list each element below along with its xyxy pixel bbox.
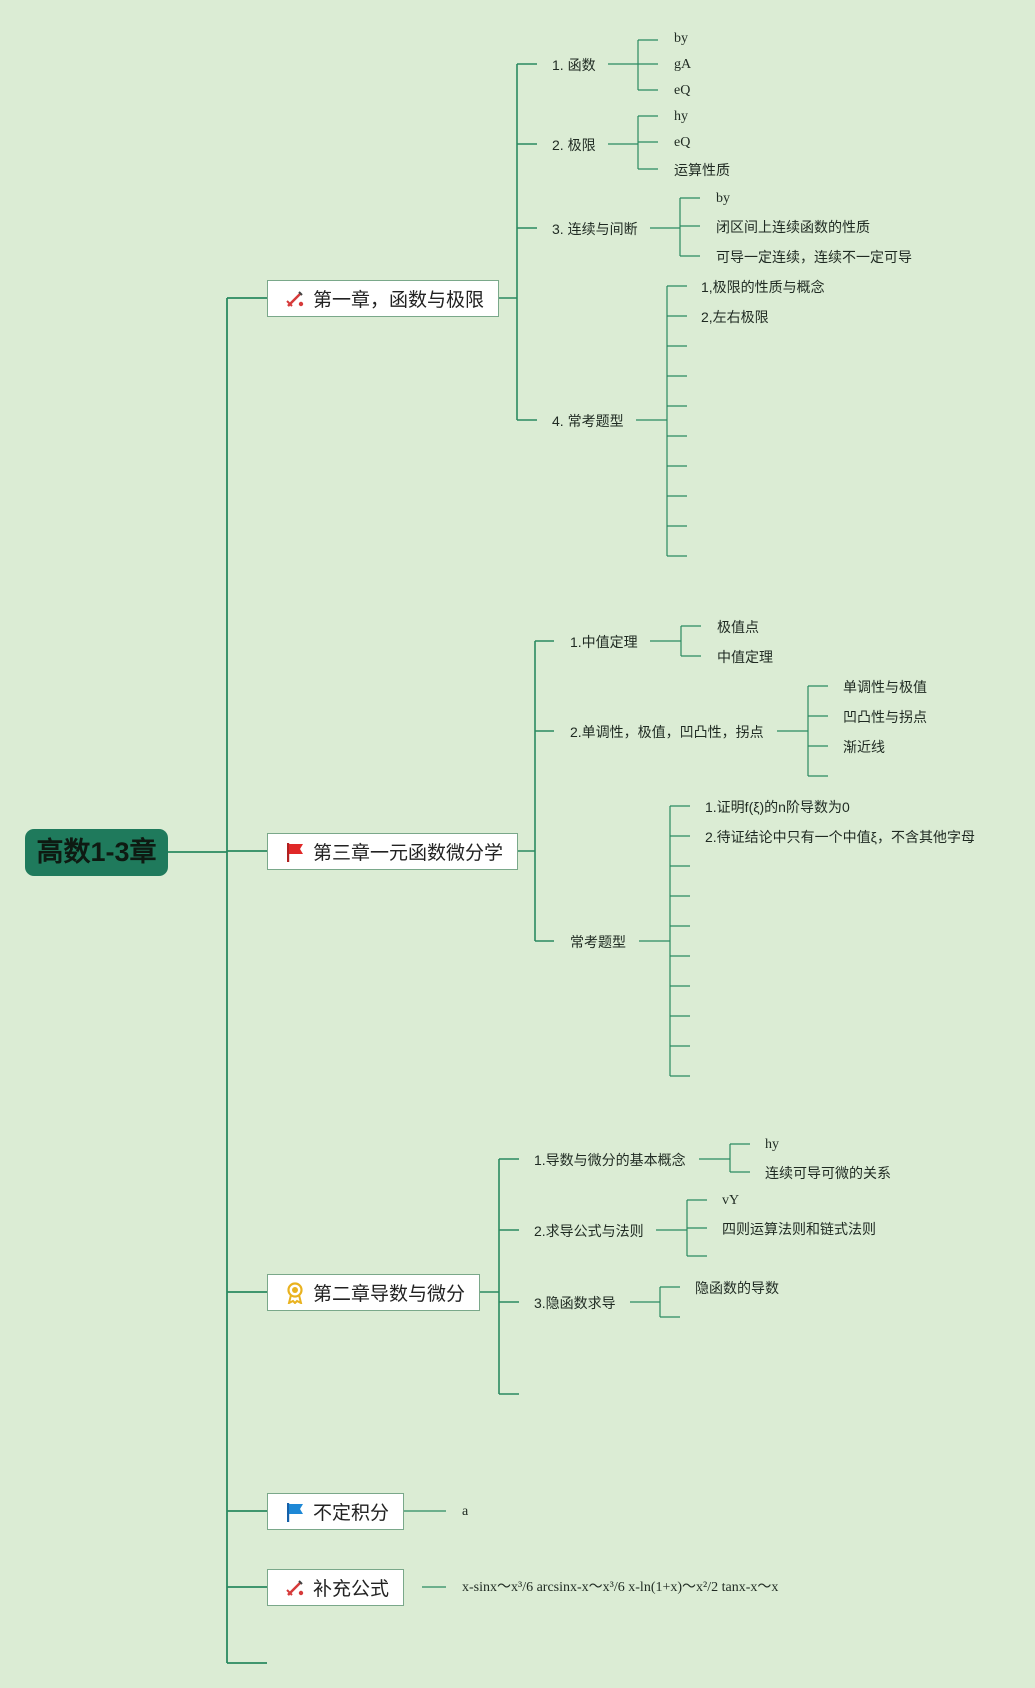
indefinite-integral-note[interactable]: a bbox=[462, 1504, 469, 1519]
chapter-2-label: 第二章导数与微分 bbox=[313, 1284, 466, 1305]
leaf-item[interactable]: 单调性与极值 bbox=[843, 679, 927, 695]
leaf-item[interactable]: 凹凸性与拐点 bbox=[843, 709, 927, 725]
chapter-1-node[interactable]: 第一章，函数与极限 bbox=[267, 280, 500, 317]
section-2-1[interactable]: 1.导数与微分的基本概念 bbox=[534, 1152, 686, 1168]
section-1-4[interactable]: 4. 常考题型 bbox=[552, 413, 624, 429]
section-1-3[interactable]: 3. 连续与间断 bbox=[552, 221, 638, 237]
section-3-2[interactable]: 2.单调性，极值，凹凸性，拐点 bbox=[570, 724, 764, 740]
leaf-item[interactable]: 运算性质 bbox=[674, 162, 730, 178]
chapter-3-node[interactable]: 第三章一元函数微分学 bbox=[267, 833, 519, 870]
leaf-item[interactable]: 可导一定连续，连续不一定可导 bbox=[716, 249, 912, 265]
leaf-item[interactable]: hy bbox=[674, 109, 688, 124]
leaf-item[interactable]: 闭区间上连续函数的性质 bbox=[716, 219, 870, 235]
leaf-item[interactable]: 渐近线 bbox=[843, 739, 885, 755]
leaf-item[interactable]: 隐函数的导数 bbox=[695, 1280, 779, 1296]
leaf-item[interactable]: 2.待证结论中只有一个中值ξ，不含其他字母 bbox=[705, 829, 975, 845]
leaf-item[interactable]: hy bbox=[765, 1137, 779, 1152]
blue-flag-icon bbox=[284, 1501, 306, 1523]
red-flag-icon bbox=[284, 841, 306, 863]
chapter-supplement-formulas-node[interactable]: 补充公式 bbox=[267, 1569, 405, 1606]
chapter-3-label: 第三章一元函数微分学 bbox=[313, 843, 504, 864]
leaf-item[interactable]: 2,左右极限 bbox=[701, 309, 769, 325]
leaf-item[interactable]: by bbox=[674, 31, 688, 46]
section-2-2[interactable]: 2.求导公式与法则 bbox=[534, 1223, 644, 1239]
supplement-formulas-note[interactable]: x-sinx～x³/6 arcsinx-x～x³/6 x-ln(1+x)～x²/… bbox=[462, 1580, 779, 1595]
section-1-2[interactable]: 2. 极限 bbox=[552, 137, 596, 153]
leaf-item[interactable]: vY bbox=[722, 1193, 740, 1208]
section-3-1[interactable]: 1.中值定理 bbox=[570, 634, 638, 650]
leaf-item[interactable]: gA bbox=[674, 57, 692, 72]
root-topic[interactable]: 高数1-3章 bbox=[25, 829, 168, 876]
leaf-item[interactable]: 中值定理 bbox=[717, 649, 773, 665]
leaf-item[interactable]: 极值点 bbox=[717, 619, 759, 635]
leaf-item[interactable]: 四则运算法则和链式法则 bbox=[722, 1221, 876, 1237]
section-3-3[interactable]: 常考题型 bbox=[570, 934, 626, 950]
chapter-indefinite-integral-node[interactable]: 不定积分 bbox=[267, 1493, 405, 1530]
leaf-item[interactable]: by bbox=[716, 191, 730, 206]
leaf-item[interactable]: 1.证明f(ξ)的n阶导数为0 bbox=[705, 799, 850, 815]
leaf-item[interactable]: eQ bbox=[674, 135, 691, 150]
chapter-2-node[interactable]: 第二章导数与微分 bbox=[267, 1274, 481, 1311]
chapter-1-label: 第一章，函数与极限 bbox=[313, 290, 485, 311]
chapter-supplement-formulas-label: 补充公式 bbox=[313, 1579, 390, 1600]
award-medal-icon bbox=[284, 1281, 306, 1305]
leaf-item[interactable]: 1,极限的性质与概念 bbox=[701, 279, 825, 295]
leaf-item[interactable]: eQ bbox=[674, 83, 691, 98]
section-1-1[interactable]: 1. 函数 bbox=[552, 57, 596, 73]
section-2-3[interactable]: 3.隐函数求导 bbox=[534, 1295, 616, 1311]
pencil-tool-icon bbox=[284, 1577, 306, 1599]
leaf-item[interactable]: 连续可导可微的关系 bbox=[765, 1165, 891, 1181]
chapter-indefinite-integral-label: 不定积分 bbox=[313, 1503, 390, 1524]
pencil-tool-icon bbox=[284, 288, 306, 310]
